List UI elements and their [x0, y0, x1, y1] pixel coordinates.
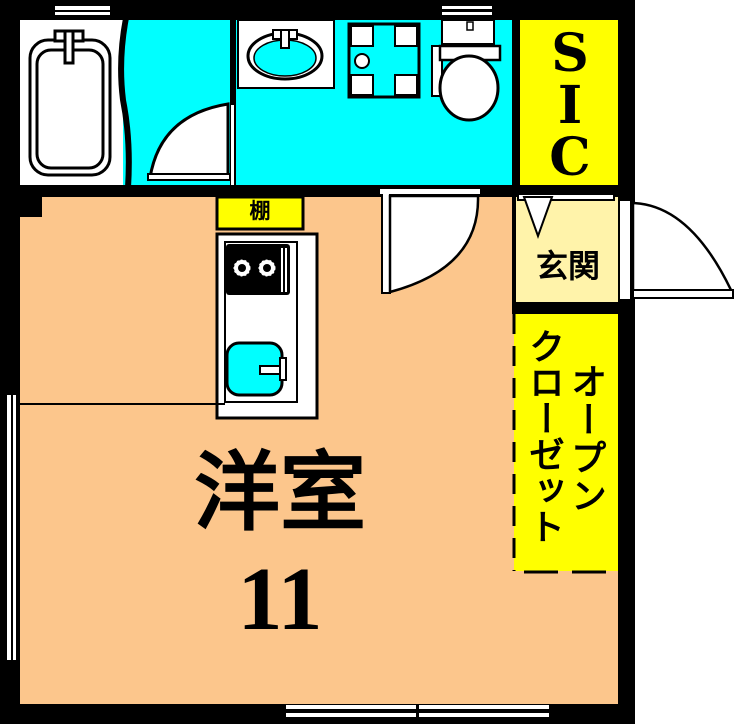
door-sill	[380, 189, 480, 194]
window-left-3	[7, 530, 11, 660]
front-door-icon	[618, 199, 734, 301]
sic-label: S I C	[530, 28, 610, 184]
sic-fill	[518, 18, 618, 186]
toilet-icon	[431, 19, 502, 122]
window-toilet-1	[442, 6, 492, 9]
open-closet-label-right: オープン	[565, 363, 606, 515]
shelf-label: 棚	[249, 199, 271, 223]
window-left-4	[13, 530, 16, 660]
window-bottom-2	[286, 713, 416, 717]
door-washroom-icon	[380, 189, 480, 294]
washbasin-icon	[237, 19, 335, 89]
wall-partition-1	[230, 18, 236, 188]
entrance-label: 玄関	[535, 247, 600, 285]
window-bath-1	[55, 6, 110, 10]
window-toilet-2	[442, 12, 492, 15]
window-bottom-1	[286, 705, 416, 709]
sic-letter-c: C	[549, 127, 591, 188]
wall-sic-left	[512, 18, 520, 188]
kitchen-sink-icon	[225, 341, 287, 397]
wall-corner-column	[20, 195, 42, 217]
open-closet-fill	[514, 313, 618, 571]
window-left-2	[13, 395, 16, 530]
window-bottom-3	[419, 705, 549, 709]
sic-letter-i: I	[557, 75, 583, 136]
entrance-step	[517, 193, 615, 201]
door-bathroom-icon	[147, 102, 231, 181]
window-bath-2	[55, 12, 110, 15]
main-room-label: 洋室	[194, 442, 366, 543]
entrance-direction-icon	[522, 196, 554, 239]
wall-bath-partition	[118, 18, 132, 188]
washing-machine-pan-icon	[347, 22, 421, 99]
stove-icon	[226, 244, 290, 295]
wall-entrance-bottom	[512, 302, 618, 314]
washroom-door-frame	[231, 105, 234, 185]
main-room-size: 11	[237, 550, 323, 649]
wall-right	[618, 0, 635, 724]
shelf-fill	[215, 195, 305, 231]
window-bottom-4	[419, 713, 549, 717]
window-left-1	[7, 395, 11, 530]
bathtub-icon	[28, 29, 112, 177]
sic-letter-s: S	[551, 23, 589, 84]
open-closet-label-left: クローゼット	[523, 328, 564, 544]
wall-entrance-left	[512, 194, 516, 304]
